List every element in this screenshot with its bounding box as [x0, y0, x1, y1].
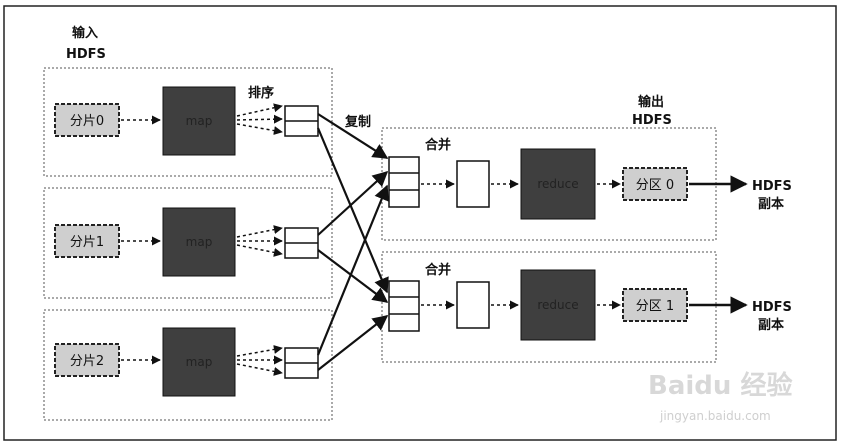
- map-to-sort-arrow-0c: [236, 123, 283, 136]
- merged-box-1: [456, 281, 490, 329]
- baidu-watermark: Baidu 经验 jingyan.baidu.com: [648, 370, 792, 423]
- split-box-1: [54, 224, 120, 258]
- reduce-label-0: reduce: [537, 177, 578, 191]
- shuffle-arrow-2-to-1: [317, 315, 389, 371]
- map-to-sort-arrow-1a: [236, 225, 283, 238]
- shuffle-arrow-1-to-0: [317, 170, 389, 236]
- split-label-1: 分片1: [70, 235, 104, 250]
- sorted-buffer-0: [284, 105, 319, 137]
- shuffle-arrow-0-to-1: [316, 127, 389, 294]
- shuffle-arrow-2-to-0: [316, 184, 389, 356]
- hdfs-label-0: HDFS: [752, 179, 792, 194]
- merged-box-0: [456, 160, 490, 208]
- sort-label: 排序: [248, 85, 274, 101]
- map-box-0: [162, 86, 236, 156]
- merge-buffer-1: [388, 280, 420, 332]
- reduce-box-1: [520, 269, 596, 341]
- sorted-buffer-2: [284, 347, 319, 379]
- merge-label-top: 合并: [425, 137, 451, 153]
- split-label-0: 分片0: [70, 114, 104, 129]
- reduce-label-1: reduce: [537, 298, 578, 312]
- map-to-sort-arrow-2c: [236, 363, 283, 376]
- copy-label: 复制: [344, 114, 371, 130]
- shuffle-arrow-1-to-1: [317, 249, 389, 303]
- watermark-url: jingyan.baidu.com: [659, 409, 771, 423]
- map-box-1: [162, 207, 236, 277]
- partition-box-1: [622, 288, 688, 322]
- shuffle-arrows: [316, 113, 389, 371]
- map-to-sort-arrow-1c: [236, 244, 283, 257]
- split-box-2: [54, 343, 120, 377]
- split-label-2: 分片2: [70, 354, 104, 369]
- map-label-2: map: [186, 355, 213, 369]
- shuffle-arrow-0-to-0: [317, 113, 389, 159]
- merge-buffer-0: [388, 156, 420, 208]
- input-hdfs-label: HDFS: [66, 47, 106, 62]
- output-title: 输出: [638, 94, 664, 110]
- sorted-buffer-1: [284, 227, 319, 259]
- map-to-sort-arrow-0a: [236, 103, 283, 117]
- output-hdfs-label: HDFS: [632, 113, 672, 128]
- input-title: 输入: [72, 25, 98, 41]
- map-to-sort-arrow-2a: [236, 344, 283, 357]
- map-box-2: [162, 327, 236, 397]
- map-label-1: map: [186, 235, 213, 249]
- replica-label-0: 副本: [758, 196, 784, 212]
- outer-frame: [3, 5, 837, 441]
- reduce-box-0: [520, 148, 596, 220]
- map-to-sort-arrow-0b: [236, 114, 283, 124]
- map-label-0: map: [186, 114, 213, 128]
- partition-label-1: 分区 1: [636, 299, 674, 314]
- merge-label-bottom: 合并: [425, 262, 451, 278]
- partition-box-0: [622, 167, 688, 201]
- hdfs-label-1: HDFS: [752, 300, 792, 315]
- map-group-1: [43, 187, 333, 299]
- replica-label-1: 副本: [758, 317, 784, 333]
- map-group-2: [43, 309, 333, 421]
- partition-label-0: 分区 0: [636, 178, 674, 193]
- reduce-group-1: [381, 251, 717, 363]
- split-box-0: [54, 103, 120, 137]
- watermark-brand: Baidu 经验: [648, 370, 792, 401]
